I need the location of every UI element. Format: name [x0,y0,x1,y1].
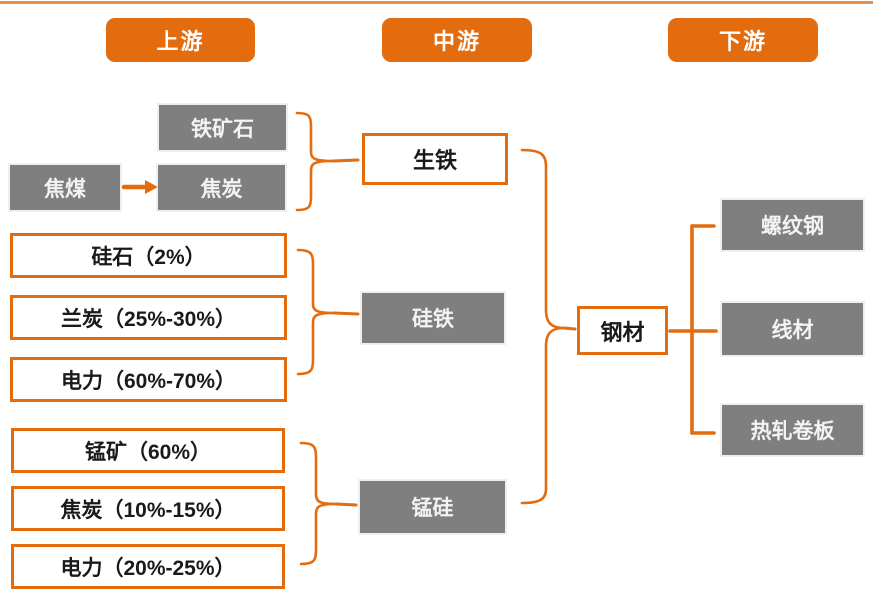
brace-silicomanganese-dash [334,502,358,507]
downstream-branch-lines [668,224,718,435]
brace-steel-dash [562,326,577,331]
node-coking-coal: 焦煤 [10,165,120,210]
brace-ferrosilicon-dash [332,311,360,316]
node-semi-coke: 兰炭（25%-30%） [10,295,287,340]
node-ferrosilicon: 硅铁 [362,293,504,343]
node-hot-rolled-coil: 热轧卷板 [722,405,863,455]
header-midstream: 中游 [382,18,532,62]
brace-silicomanganese [299,441,338,566]
node-wire-rod: 线材 [722,303,863,355]
header-upstream: 上游 [106,18,255,62]
brace-pig-iron [295,111,335,212]
node-power-simn: 电力（20%-25%） [11,544,285,589]
node-power-fesi: 电力（60%-70%） [10,357,287,402]
node-coke-simn: 焦炭（10%-15%） [11,486,285,531]
node-coke: 焦炭 [158,165,285,210]
node-silicomanganese: 锰硅 [360,481,505,533]
flow-arrow-icon [121,180,158,194]
node-mn-ore: 锰矿（60%） [11,428,285,473]
node-silica: 硅石（2%） [10,233,287,278]
node-steel: 钢材 [577,306,668,355]
brace-steel [520,148,566,505]
node-iron-ore: 铁矿石 [159,105,286,150]
brace-pig-iron-dash [331,158,360,163]
header-downstream: 下游 [668,18,818,62]
brace-ferrosilicon [296,248,336,376]
node-rebar: 螺纹钢 [722,200,863,250]
node-pig-iron: 生铁 [362,133,508,185]
top-divider-rule [0,1,873,4]
